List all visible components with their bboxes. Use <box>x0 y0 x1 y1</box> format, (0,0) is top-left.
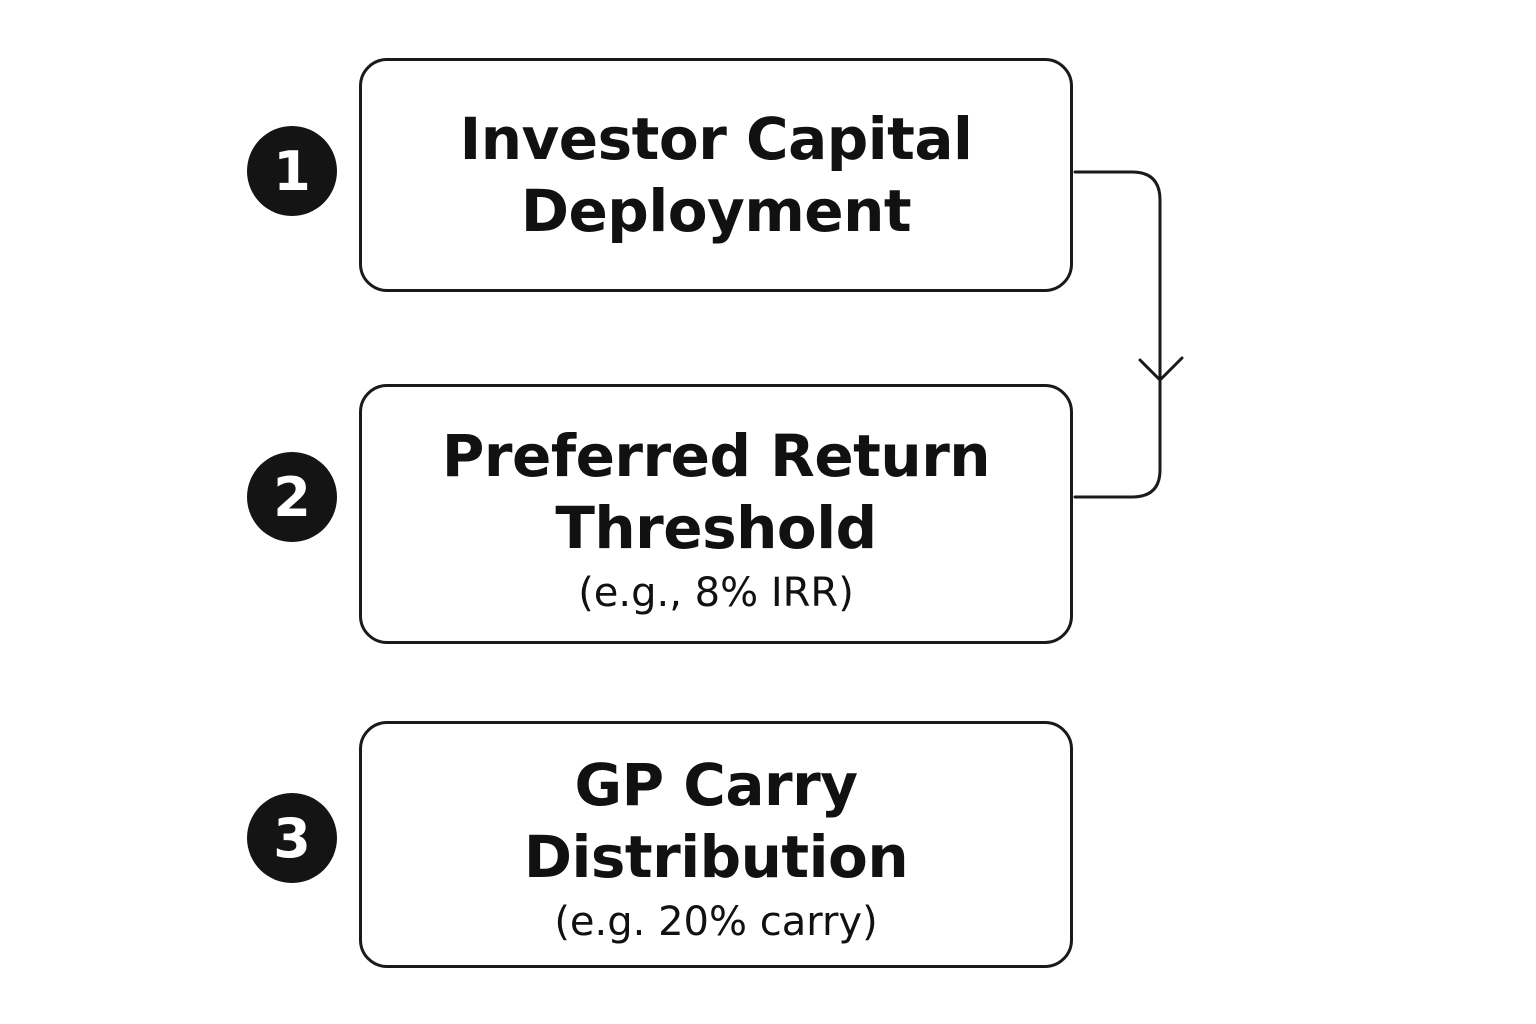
step-box-preferred-return: Preferred Return Threshold (e.g., 8% IRR… <box>359 384 1073 644</box>
step-title-line1: GP Carry <box>574 750 858 819</box>
step-number: 2 <box>273 465 311 529</box>
down-arrow-icon <box>1138 356 1184 382</box>
step-title-line1: Investor Capital <box>459 105 973 173</box>
step-title-line2: Threshold <box>555 494 877 562</box>
connector-line <box>1073 170 1162 499</box>
step-box-gp-carry: GP Carry Distribution (e.g. 20% carry) <box>359 721 1073 968</box>
step-number-badge: 2 <box>247 452 337 542</box>
step-title-line2: Deployment <box>520 177 912 245</box>
step-box-investor-capital: Investor Capital Deployment <box>359 58 1073 292</box>
step-title-line2: Distribution <box>523 822 909 891</box>
step-number: 1 <box>273 139 311 203</box>
step-note: (e.g., 8% IRR) <box>578 570 854 616</box>
step-number-badge: 1 <box>247 126 337 216</box>
step-number-badge: 3 <box>247 793 337 883</box>
step-title-line1: Preferred Return <box>441 422 991 490</box>
step-number: 3 <box>273 806 311 870</box>
step-note: (e.g. 20% carry) <box>554 898 878 945</box>
